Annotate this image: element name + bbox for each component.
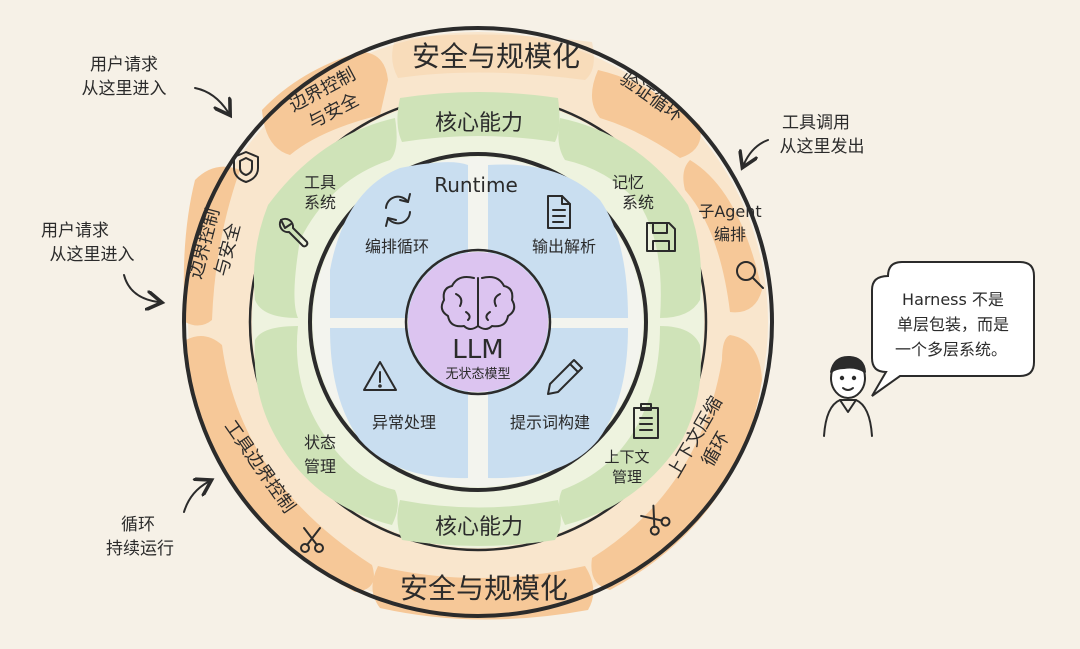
annotation-tool-call-2: 从这里发出 [780, 137, 865, 157]
middle-label-memory-1: 记忆 [612, 173, 644, 192]
outer-title-bottom-band [372, 566, 594, 620]
annotation-user-request-top-2: 从这里进入 [82, 79, 167, 99]
wrench-icon [278, 217, 309, 248]
annotation-user-request-top: 用户请求 从这里进入 [82, 55, 229, 112]
middle-label-context-1: 上下文 [604, 448, 649, 466]
document-icon [547, 195, 571, 229]
speech-line-2: 单层包装，而是 [897, 315, 1009, 334]
middle-label-state-1: 状态 [304, 433, 336, 452]
outer-ring-edge [182, 26, 774, 618]
inner-segment-output-parse [488, 164, 628, 318]
shield-icon [233, 151, 259, 183]
middle-label-state-2: 管理 [304, 457, 336, 476]
core: LLM 无状态模型 [408, 252, 548, 392]
inner-ring-core-edge [404, 248, 552, 396]
middle-title-bottom: 核心能力 [435, 515, 523, 540]
inner-label-output-parse: 输出解析 [532, 237, 596, 256]
annotation-tool-call-1: 工具调用 [782, 113, 850, 133]
core-subtitle: 无状态模型 [445, 367, 510, 382]
pencil-icon [547, 359, 583, 395]
outer-segment-tool-boundary [186, 336, 374, 592]
speech-bubble: Harness 不是 单层包装，而是 一个多层系统。 [871, 261, 1035, 397]
outer-segment-boundary-top [262, 52, 388, 155]
middle-segment-context [559, 326, 701, 525]
outer-segment-context-compress [591, 335, 762, 590]
middle-label-context-2: 管理 [612, 468, 642, 486]
inner-segment-exception [330, 328, 468, 479]
scissors-icon-bottom-right [640, 504, 671, 536]
speech-bubble-shape [871, 261, 1035, 397]
middle-ring-inner-edge [308, 152, 648, 492]
outer-label-sub-agent-2: 编排 [714, 225, 746, 244]
warning-icon [363, 361, 397, 391]
annotation-user-request-top-1: 用户请求 [90, 55, 158, 75]
annotation-tool-call: 工具调用 从这里发出 [744, 113, 865, 164]
middle-title-top-band [397, 92, 560, 142]
refresh-icon [385, 193, 411, 227]
annotation-loop-running-2: 持续运行 [106, 539, 174, 559]
inner-label-orchestration: 编排循环 [365, 237, 429, 256]
outer-title-top: 安全与规模化 [412, 40, 580, 73]
outer-title-bottom: 安全与规模化 [400, 572, 568, 605]
scissors-icon-bottom-left [300, 527, 324, 553]
annotation-user-request-left-2: 从这里进入 [50, 245, 135, 265]
arrow-user-request-top [194, 87, 228, 112]
clipboard-icon [633, 403, 659, 439]
middle-label-tools-1: 工具 [304, 173, 336, 192]
speech-line-3: 一个多层系统。 [895, 340, 1007, 359]
middle-label-memory-2: 系统 [622, 193, 654, 212]
outer-segment-verify-loop [591, 70, 701, 158]
annotation-loop-running: 循环 持续运行 [106, 482, 208, 559]
arrow-user-request-left [123, 274, 158, 302]
outer-label-sub-agent-1: 子Agent [698, 202, 761, 221]
speech-line-1: Harness 不是 [902, 290, 1004, 309]
outer-title-top-band [392, 34, 594, 80]
inner-segment-prompt-build [488, 328, 628, 479]
core-title: LLM [452, 335, 503, 365]
arrow-loop-running [183, 482, 208, 513]
middle-segment-tools [253, 118, 397, 318]
annotation-user-request-left-1: 用户请求 [41, 221, 109, 241]
outer-segment-boundary-left [183, 166, 240, 326]
middle-segment-state [254, 326, 398, 525]
annotation-loop-running-1: 循环 [121, 515, 155, 535]
middle-label-tools-2: 系统 [304, 193, 336, 212]
inner-segment-orchestration [330, 162, 468, 318]
inner-label-exception: 异常处理 [372, 413, 436, 432]
inner-ring-title: Runtime [434, 173, 518, 197]
middle-segment-memory [558, 118, 702, 318]
middle-title-top: 核心能力 [435, 111, 523, 136]
annotation-user-request-left: 用户请求 从这里进入 [41, 221, 158, 302]
floppy-disk-icon [646, 222, 676, 252]
arrow-tool-call [744, 139, 769, 164]
magnifier-icon [736, 261, 764, 289]
person-icon [823, 355, 873, 437]
outer-segment-sub-agent [683, 160, 762, 313]
middle-title-bottom-band [397, 500, 561, 546]
brain-icon [440, 276, 516, 330]
inner-label-prompt-build: 提示词构建 [510, 413, 590, 432]
